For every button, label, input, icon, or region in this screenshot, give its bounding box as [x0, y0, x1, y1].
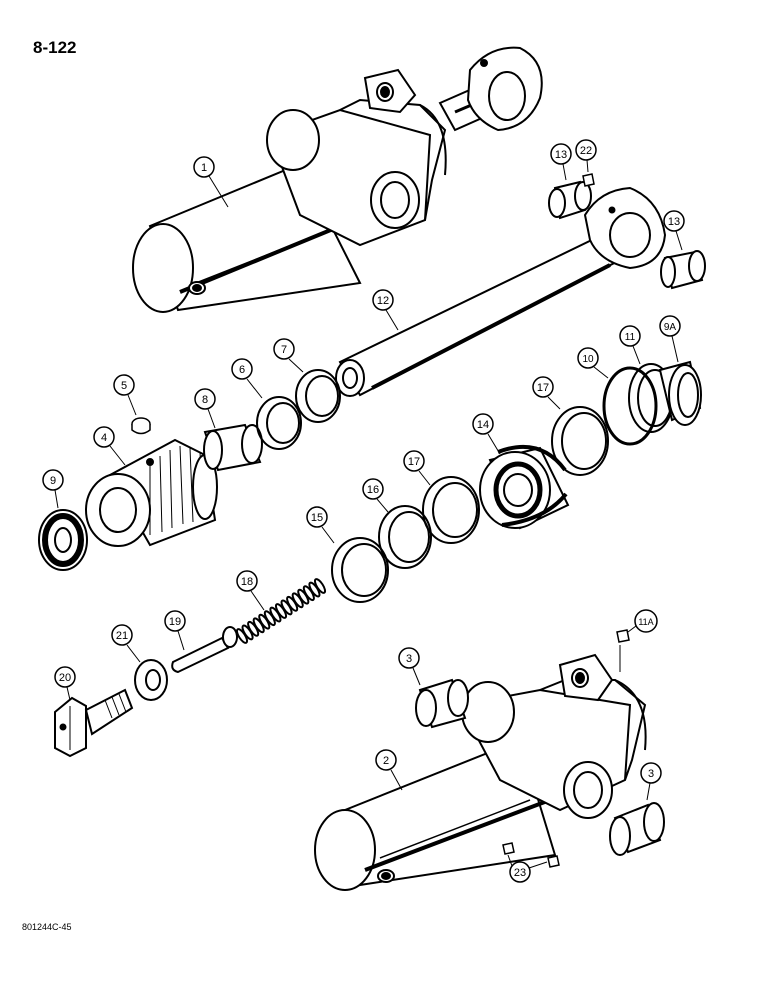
callout-label: 3: [648, 768, 654, 780]
figure-code: 801244C-45: [22, 922, 72, 932]
ring-15: [331, 537, 389, 603]
callout-20: 20: [54, 666, 76, 701]
bushing-13-left: [548, 180, 592, 220]
seal-9a: [658, 360, 702, 426]
callout-3b: 3: [640, 762, 662, 801]
pin-19: [171, 626, 238, 674]
screw-11a: [616, 629, 630, 643]
callout-7: 7: [273, 338, 304, 373]
callout-label: 10: [582, 354, 594, 365]
callout-17a: 17: [403, 450, 431, 486]
callout-8: 8: [194, 388, 216, 429]
callout-label: 4: [101, 432, 107, 444]
callout-label: 20: [59, 672, 71, 684]
cylinder-barrel-lower: [314, 653, 647, 891]
callout-2: 2: [375, 749, 403, 791]
callout-label: 8: [202, 394, 208, 406]
callout-label: 3: [406, 653, 412, 665]
ring-17-right: [551, 406, 609, 476]
fittings-23: [502, 842, 560, 868]
callout-label: 9A: [664, 322, 677, 333]
callout-label: 13: [668, 216, 680, 228]
callout-14: 14: [472, 413, 501, 455]
plug-5: [131, 417, 151, 435]
callout-label: 21: [116, 630, 128, 642]
callout-21: 21: [111, 624, 141, 663]
bolt-20: [54, 688, 134, 758]
bushing-3-left: [415, 678, 469, 729]
callout-11: 11: [619, 325, 641, 365]
spring-18: [235, 578, 327, 644]
callout-17b: 17: [532, 376, 561, 410]
callout-16: 16: [362, 478, 389, 513]
cylinder-barrel-upper: [132, 46, 543, 313]
callout-label: 14: [477, 419, 489, 431]
callout-label: 6: [239, 364, 245, 376]
piston-14: [479, 444, 570, 530]
callout-label: 19: [169, 616, 181, 628]
callout-19: 19: [164, 610, 186, 651]
callout-1: 1: [193, 156, 229, 208]
page-number: 8-122: [33, 38, 77, 57]
callout-label: 2: [383, 755, 389, 767]
callout-3a: 3: [398, 647, 421, 686]
bushing-13-right: [660, 250, 706, 290]
callout-label: 9: [50, 475, 56, 487]
callout-label: 11: [625, 332, 636, 343]
callout-5: 5: [113, 374, 137, 416]
callout-15: 15: [306, 506, 335, 544]
callout-label: 7: [281, 344, 287, 356]
wear-ring-8: [203, 423, 263, 472]
callout-label: 17: [537, 382, 549, 394]
bushing-3-right: [609, 802, 665, 856]
callout-11a: 11A: [627, 609, 658, 633]
ring-7: [295, 369, 341, 423]
callout-9: 9: [42, 469, 64, 509]
o-ring-10: [602, 366, 658, 446]
ring-16: [378, 505, 432, 569]
callout-6: 6: [231, 358, 263, 399]
callout-9a: 9A: [659, 315, 681, 363]
callout-label: 1: [201, 162, 207, 174]
callout-18: 18: [236, 570, 265, 611]
callout-label: 16: [367, 484, 379, 496]
callout-22: 22: [575, 139, 597, 173]
callout-label: 22: [580, 145, 592, 157]
callout-label: 5: [121, 380, 127, 392]
callout-label: 11A: [638, 617, 653, 627]
callout-12: 12: [372, 289, 399, 331]
callout-10: 10: [577, 347, 609, 379]
callout-label: 15: [311, 512, 323, 524]
callout-label: 13: [555, 149, 567, 161]
callout-13a: 13: [550, 143, 572, 181]
grease-fitting-22: [582, 173, 595, 187]
washer-21: [134, 659, 168, 701]
callout-23: 23: [507, 854, 548, 883]
seal-9: [38, 509, 88, 571]
callout-4: 4: [93, 426, 126, 466]
cylinder-head-4: [85, 438, 218, 547]
callout-label: 18: [241, 576, 253, 588]
spring-coil: [313, 578, 327, 594]
ring-17-left: [422, 476, 480, 544]
ring-6: [256, 396, 302, 450]
callout-label: 12: [377, 295, 389, 307]
callout-label: 23: [514, 867, 526, 879]
piston-rod: [335, 186, 667, 397]
callout-13b: 13: [663, 210, 685, 251]
callout-label: 17: [408, 456, 420, 468]
